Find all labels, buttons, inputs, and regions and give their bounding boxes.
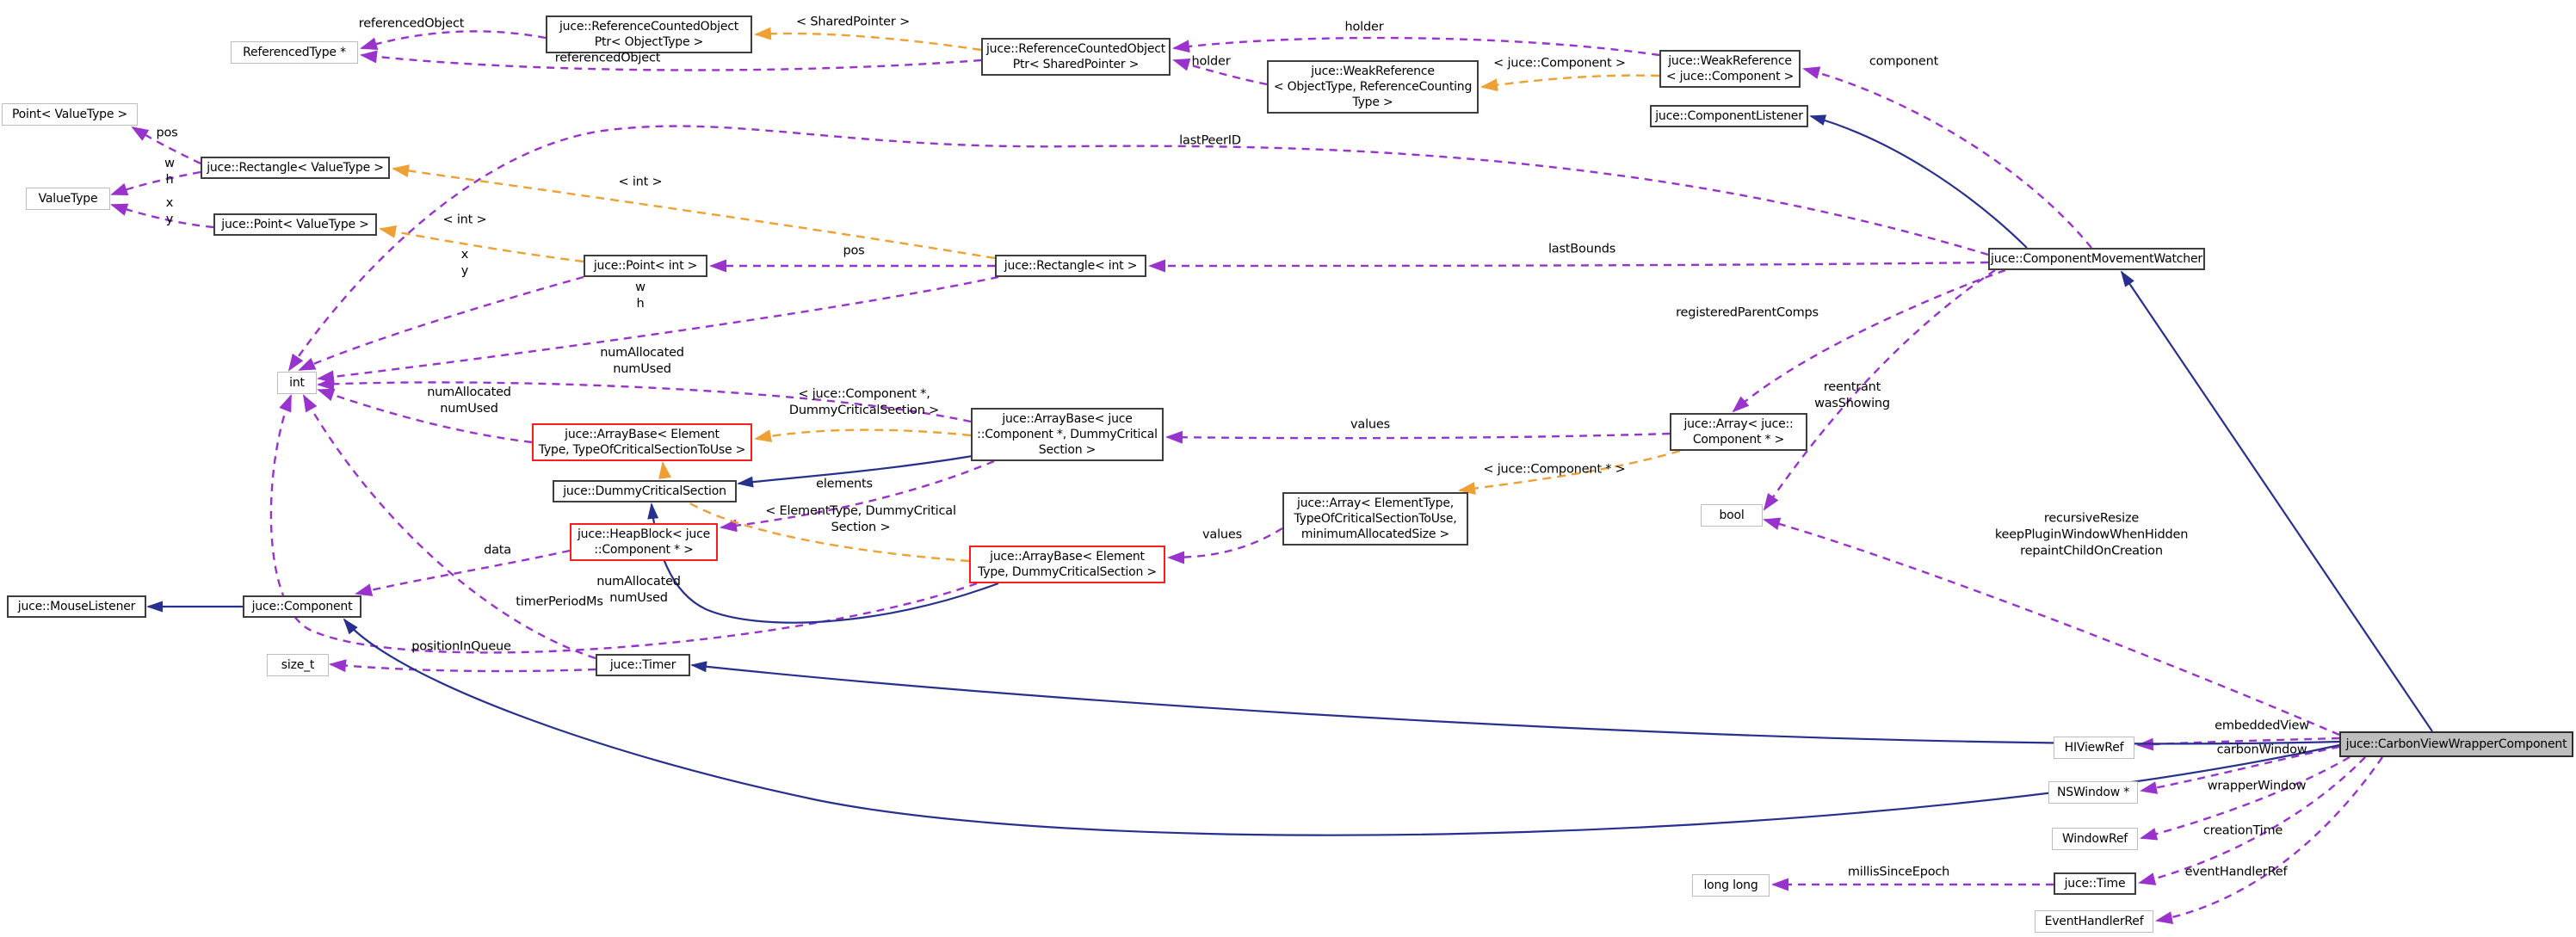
edge-elements (720, 459, 995, 533)
edge-wrapper-window (2140, 755, 2351, 841)
edge-embedded-view (2136, 737, 2340, 751)
edge-referenced-object-2 (360, 50, 982, 71)
class-node-reference-counted-object-ptr-objecttype[interactable]: juce::ReferenceCountedObject Ptr< Object… (546, 15, 752, 53)
class-node-dummy-critical-section[interactable]: juce::DummyCriticalSection (553, 480, 737, 502)
class-node-heapblock-component[interactable]: juce::HeapBlock< juce ::Component * > (570, 523, 718, 561)
class-node-referenced-type[interactable]: ReferencedType * (231, 41, 358, 64)
edge-holder-1 (1172, 36, 1660, 57)
class-node-mouse-listener[interactable]: juce::MouseListener (7, 595, 146, 618)
edge-template-int-2 (379, 225, 584, 263)
class-node-size-t[interactable]: size_t (267, 654, 329, 676)
edge-wh-1 (110, 170, 201, 196)
edge-num-used-3 (269, 394, 978, 654)
edge-data (355, 549, 571, 596)
edge-registered-parent-comps (1732, 268, 2006, 413)
edge-wh-2 (317, 275, 999, 384)
class-node-valuetype[interactable]: ValueType (26, 188, 110, 210)
edge-last-peer-id (287, 125, 1989, 372)
class-node-long-long[interactable]: long long (1692, 874, 1770, 897)
class-node-component-movement-watcher[interactable]: juce::ComponentMovementWatcher (1988, 248, 2205, 270)
class-node-point-int[interactable]: juce::Point< int > (584, 255, 707, 277)
class-node-rectangle-int[interactable]: juce::Rectangle< int > (995, 255, 1146, 277)
edge-component (1802, 66, 2092, 249)
edge-inherit-watcher-listener (1809, 114, 2028, 249)
class-node-component-listener[interactable]: juce::ComponentListener (1650, 105, 1808, 127)
edge-event-handler-ref (2155, 756, 2383, 924)
edge-inherit-carbon-watcher (2120, 270, 2433, 732)
edge-template-component-dummy (754, 428, 972, 442)
edge-referenced-object-1 (360, 30, 547, 50)
edge-carbon-window (2140, 745, 2340, 794)
edge-values-2 (1167, 527, 1283, 564)
edge-holder-2 (1172, 58, 1268, 86)
edge-num-used-1 (317, 377, 972, 423)
class-node-arraybase-component[interactable]: juce::ArrayBase< juce ::Component *, Dum… (971, 408, 1164, 461)
class-node-component[interactable]: juce::Component (243, 595, 361, 618)
edge-inherit-carbon-timer (690, 661, 2340, 745)
edge-last-bounds (1148, 259, 1989, 273)
class-node-arraybase-generic[interactable]: juce::ArrayBase< Element Type, TypeOfCri… (532, 423, 752, 461)
class-node-array-component[interactable]: juce::Array< juce:: Component * > (1670, 413, 1807, 451)
edge-xy-1 (110, 203, 214, 229)
edge-reentrant-was-showing (1763, 269, 1996, 511)
class-node-weak-reference-component[interactable]: juce::WeakReference < juce::Component > (1659, 50, 1801, 88)
class-node-timer[interactable]: juce::Timer (596, 654, 690, 676)
edge-xy-2 (298, 275, 584, 372)
edge-creation-time (2138, 756, 2366, 885)
class-node-hiviewref[interactable]: HIViewRef (2054, 737, 2134, 759)
edge-template-elementtype-dummy (658, 461, 970, 563)
class-node-point-valuetype[interactable]: juce::Point< ValueType > (213, 213, 377, 236)
edge-inherit-arraybase1-dummy (737, 454, 973, 488)
edge-template-shared-pointer (754, 27, 982, 52)
class-node-time[interactable]: juce::Time (2054, 872, 2136, 895)
class-node-windowref[interactable]: WindowRef (2052, 828, 2138, 850)
edge-timer-period-ms (302, 394, 596, 660)
class-node-eventhandlerref[interactable]: EventHandlerRef (2035, 910, 2153, 933)
edge-num-used-2 (317, 388, 533, 444)
class-node-array-generic[interactable]: juce::Array< ElementType, TypeOfCritical… (1282, 492, 1468, 546)
class-node-carbon-view-wrapper-component[interactable]: juce::CarbonViewWrapperComponent (2339, 731, 2573, 757)
edge-template-juce-component (1480, 74, 1660, 92)
class-node-weak-reference-objecttype[interactable]: juce::WeakReference < ObjectType, Refere… (1267, 60, 1479, 114)
class-node-int[interactable]: int (277, 372, 317, 394)
class-node-point-valuetype-forward[interactable]: Point< ValueType > (2, 103, 138, 126)
edge-values-1 (1165, 430, 1671, 444)
class-node-arraybase-elementtype-dummy[interactable]: juce::ArrayBase< Element Type, DummyCrit… (969, 546, 1165, 583)
edge-template-int-1 (392, 164, 996, 260)
edge-recursive-resize (1763, 517, 2340, 737)
edge-inherit-carbon-component (343, 618, 2340, 836)
edge-position-in-queue (329, 659, 596, 673)
edge-inherit-arraybase2-dummy (647, 502, 999, 624)
class-node-nswindow[interactable]: NSWindow * (2048, 781, 2138, 804)
class-node-reference-counted-object-ptr-sharedpointer[interactable]: juce::ReferenceCountedObject Ptr< Shared… (981, 38, 1171, 76)
class-node-rectangle-valuetype[interactable]: juce::Rectangle< ValueType > (201, 157, 390, 179)
class-node-bool[interactable]: bool (1701, 504, 1763, 527)
edge-pos-1 (131, 126, 201, 165)
edge-template-component-ptr (1458, 449, 1681, 496)
